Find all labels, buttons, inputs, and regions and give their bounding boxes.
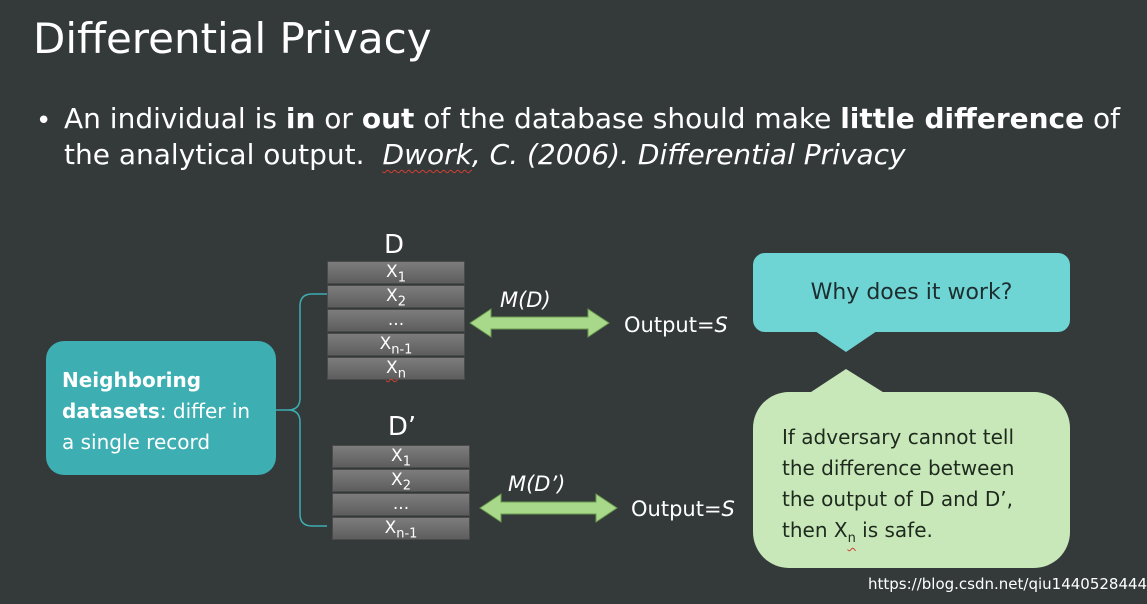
brace-connector — [276, 293, 327, 527]
answer-text-end: is safe. — [855, 518, 933, 542]
record-row: Xn-1 — [332, 517, 470, 541]
bullet-dot: • — [36, 106, 52, 136]
answer-callout-pointer — [808, 369, 886, 394]
watermark: https://blog.csdn.net/qiu1440528444 — [868, 575, 1147, 593]
citation-author: Dwork — [382, 138, 472, 171]
record-row: X1 — [332, 445, 470, 469]
record-row: X2 — [327, 285, 465, 309]
record-row: ... — [332, 493, 470, 516]
dataset-d-prime: X1 X2 ... Xn-1 — [332, 445, 470, 541]
double-arrow-icon — [469, 308, 610, 338]
record-row: X1 — [327, 261, 465, 285]
double-arrow-icon — [479, 493, 618, 523]
neighbor-bold-text: Neighboring datasets — [62, 368, 202, 423]
bullet-part: or — [315, 102, 362, 135]
bullet-bold-in: in — [285, 102, 316, 135]
citation: Dwork, C. (2006). Differential Privacy — [383, 138, 906, 171]
citation-rest: , C. (2006). Differential Privacy — [471, 138, 906, 171]
neighbor-rest-text: : differ in a single record — [62, 399, 251, 454]
bullet-bold-out: out — [361, 102, 415, 135]
mechanism-label-d: M(D) — [500, 288, 551, 312]
answer-box: If adversary cannot tell the difference … — [753, 392, 1070, 568]
output-label-d-prime: Output=S — [631, 497, 735, 521]
dataset-d-label: D — [383, 230, 405, 260]
why-callout-pointer — [815, 331, 877, 352]
why-does-it-work-box: Why does it work? — [753, 253, 1070, 332]
record-row: Xn-1 — [327, 333, 465, 357]
mechanism-label-d-prime: M(D’) — [508, 472, 566, 496]
output-label-d: Output=S — [624, 313, 728, 337]
dataset-d-prime-label: D’ — [387, 412, 417, 442]
page-title: Differential Privacy — [33, 14, 432, 63]
bullet-bold-little-difference: little difference — [840, 102, 1085, 135]
bullet-part: of the analytical output. — [64, 102, 1121, 171]
record-row: ... — [327, 309, 465, 332]
bullet-text: An individual is in or out of the databa… — [64, 101, 1124, 173]
bullet-part: An individual is — [64, 102, 286, 135]
neighboring-datasets-box: Neighboring datasets: differ in a single… — [46, 341, 276, 475]
record-row: Xn — [327, 357, 465, 381]
record-row: X2 — [332, 469, 470, 493]
answer-text: If adversary cannot tell the difference … — [782, 425, 1015, 542]
dataset-d: X1 X2 ... Xn-1 Xn — [327, 261, 465, 381]
bullet-part: of the database should make — [414, 102, 841, 135]
answer-subscript: n — [847, 531, 856, 546]
